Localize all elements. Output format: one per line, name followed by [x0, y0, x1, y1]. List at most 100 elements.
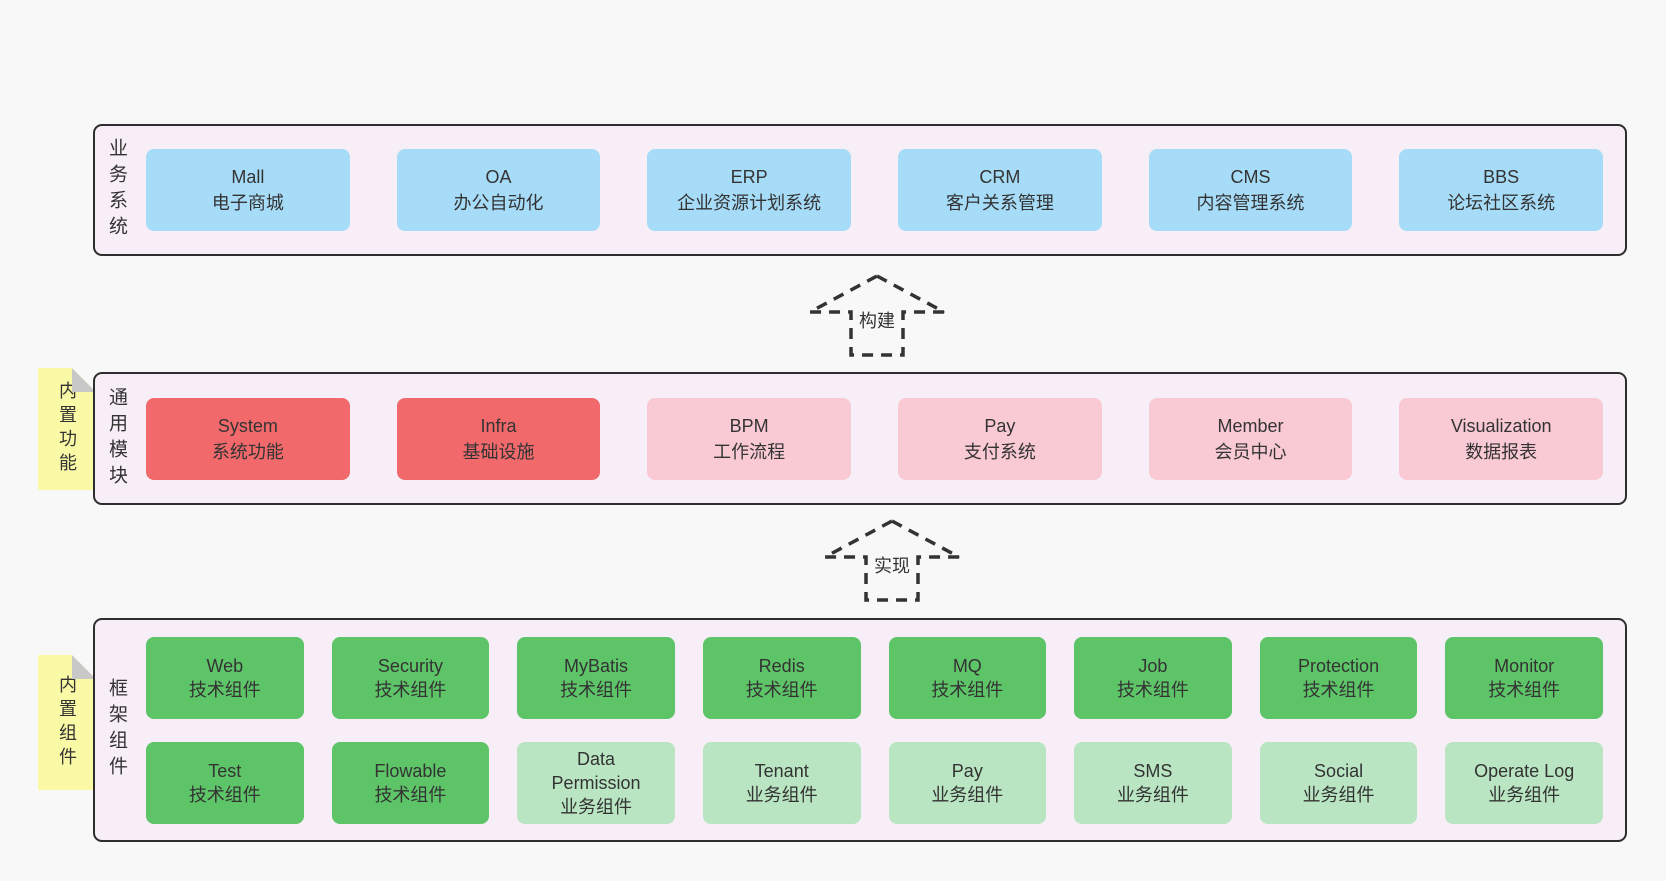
- box-security: Security 技术组件: [331, 636, 490, 719]
- box-subtitle: 论坛社区系统: [1447, 193, 1556, 213]
- box-title: System: [217, 415, 278, 436]
- panel-label: 通用模块: [106, 386, 127, 491]
- box-subtitle: 系统功能: [211, 441, 284, 462]
- box-title: Security: [377, 655, 443, 676]
- panel-framework-components: 框架组件 Web 技术组件 Security 技术组件 MyBatis 技术组件…: [93, 618, 1627, 842]
- box-title: SMS: [1133, 760, 1173, 781]
- box-title: Test: [208, 760, 242, 781]
- box-mq: MQ 技术组件: [888, 636, 1047, 719]
- box-infra: Infra 基础设施: [396, 397, 601, 480]
- box-subtitle: 技术组件: [745, 679, 818, 700]
- box-cms: CMS 内容管理系统: [1148, 149, 1353, 231]
- tag-label: 内置组件: [57, 674, 77, 771]
- box-subtitle: 技术组件: [1302, 679, 1375, 700]
- box-sms: SMS 业务组件: [1074, 741, 1232, 824]
- box-test: Test 技术组件: [146, 741, 304, 824]
- box-bpm: BPM 工作流程: [647, 397, 852, 480]
- box-title: Redis: [758, 655, 805, 676]
- box-subtitle: 业务组件: [745, 784, 818, 805]
- panel-common-modules: 通用模块 System 系统功能 Infra 基础设施 BPM 工作流程 Pay…: [93, 372, 1627, 505]
- box-subtitle: 工作流程: [713, 441, 786, 462]
- box-member: Member 会员中心: [1148, 397, 1353, 480]
- box-pay-component: Pay 业务组件: [888, 741, 1047, 824]
- box-title: Social: [1314, 760, 1364, 781]
- box-monitor: Monitor 技术组件: [1445, 636, 1603, 719]
- box-subtitle: 会员中心: [1214, 441, 1287, 462]
- box-subtitle: 技术组件: [374, 784, 447, 805]
- box-subtitle: 技术组件: [1488, 679, 1561, 700]
- box-subtitle: 业务组件: [1488, 784, 1561, 805]
- box-web: Web 技术组件: [146, 636, 304, 719]
- box-subtitle: 内容管理系统: [1196, 193, 1305, 213]
- box-subtitle: 数据报表: [1465, 441, 1538, 462]
- panel-label: 框架组件: [106, 678, 127, 782]
- box-title: CMS: [1230, 167, 1271, 187]
- box-subtitle: 技术组件: [374, 679, 447, 700]
- box-title: Visualization: [1450, 415, 1552, 436]
- box-flowable: Flowable 技术组件: [331, 741, 490, 824]
- box-data-permission: Data Permission 业务组件: [517, 741, 675, 824]
- box-protection: Protection 技术组件: [1259, 636, 1418, 719]
- box-title: Monitor: [1494, 655, 1555, 676]
- box-operate-log: Operate Log 业务组件: [1445, 741, 1603, 824]
- box-subtitle: 业务组件: [560, 796, 633, 817]
- tag-built-in-components: 内置组件: [38, 655, 96, 790]
- box-erp: ERP 企业资源计划系统: [647, 149, 852, 231]
- box-subtitle: 办公自动化: [453, 193, 544, 213]
- box-mall: Mall 电子商城: [146, 149, 350, 231]
- box-social: Social 业务组件: [1259, 741, 1418, 824]
- box-visualization: Visualization 数据报表: [1399, 397, 1604, 480]
- box-title: MQ: [952, 655, 982, 676]
- business-box-row: Mall 电子商城 OA 办公自动化 ERP 企业资源计划系统 CRM 客户关系…: [128, 126, 1625, 254]
- box-title: Pay: [951, 760, 983, 781]
- components-rows: Web 技术组件 Security 技术组件 MyBatis 技术组件 Redi…: [128, 620, 1625, 840]
- box-title: Data Permission: [551, 748, 641, 793]
- box-subtitle: 技术组件: [188, 784, 261, 805]
- tag-built-in-features: 内置功能: [38, 368, 96, 490]
- box-title: MyBatis: [564, 655, 629, 676]
- box-pay-module: Pay 支付系统: [898, 397, 1102, 480]
- box-title: Tenant: [754, 760, 809, 781]
- box-subtitle: 业务组件: [931, 784, 1004, 805]
- box-title: Infra: [480, 415, 517, 436]
- box-title: CRM: [979, 167, 1021, 187]
- box-subtitle: 客户关系管理: [945, 193, 1054, 213]
- box-mybatis: MyBatis 技术组件: [517, 636, 675, 719]
- tag-label: 内置功能: [57, 381, 77, 477]
- box-bbs: BBS 论坛社区系统: [1399, 149, 1604, 231]
- box-title: Web: [206, 655, 244, 676]
- arrow-build: 构建: [807, 274, 947, 358]
- up-arrow-icon: [809, 274, 945, 357]
- box-subtitle: 技术组件: [931, 679, 1004, 700]
- box-title: Operate Log: [1474, 760, 1575, 781]
- components-row-2: Test 技术组件 Flowable 技术组件 Data Permission …: [146, 741, 1603, 824]
- box-title: Pay: [984, 415, 1016, 436]
- box-system: System 系统功能: [146, 397, 350, 480]
- box-title: Job: [1138, 655, 1168, 676]
- box-subtitle: 技术组件: [560, 679, 633, 700]
- box-title: BPM: [729, 415, 769, 436]
- box-title: BBS: [1483, 167, 1520, 187]
- box-title: Protection: [1298, 655, 1380, 676]
- box-title: ERP: [730, 167, 768, 187]
- arrow-label: 构建: [855, 306, 899, 334]
- box-subtitle: 业务组件: [1302, 784, 1375, 805]
- box-tenant: Tenant 业务组件: [702, 741, 861, 824]
- up-arrow-icon: [824, 519, 960, 602]
- box-subtitle: 电子商城: [211, 193, 284, 213]
- box-subtitle: 业务组件: [1116, 784, 1189, 805]
- box-subtitle: 技术组件: [188, 679, 261, 700]
- box-redis: Redis 技术组件: [702, 636, 861, 719]
- box-subtitle: 企业资源计划系统: [677, 193, 822, 213]
- box-subtitle: 基础设施: [462, 441, 535, 462]
- modules-box-row: System 系统功能 Infra 基础设施 BPM 工作流程 Pay 支付系统…: [128, 374, 1625, 503]
- box-title: OA: [485, 167, 512, 187]
- box-subtitle: 支付系统: [963, 441, 1036, 462]
- box-crm: CRM 客户关系管理: [898, 149, 1102, 231]
- box-title: Member: [1217, 415, 1284, 436]
- components-row-1: Web 技术组件 Security 技术组件 MyBatis 技术组件 Redi…: [146, 636, 1603, 719]
- arrow-label: 实现: [870, 551, 914, 579]
- box-job: Job 技术组件: [1074, 636, 1232, 719]
- panel-business-systems: 业务系统 Mall 电子商城 OA 办公自动化 ERP 企业资源计划系统 CRM…: [93, 124, 1627, 256]
